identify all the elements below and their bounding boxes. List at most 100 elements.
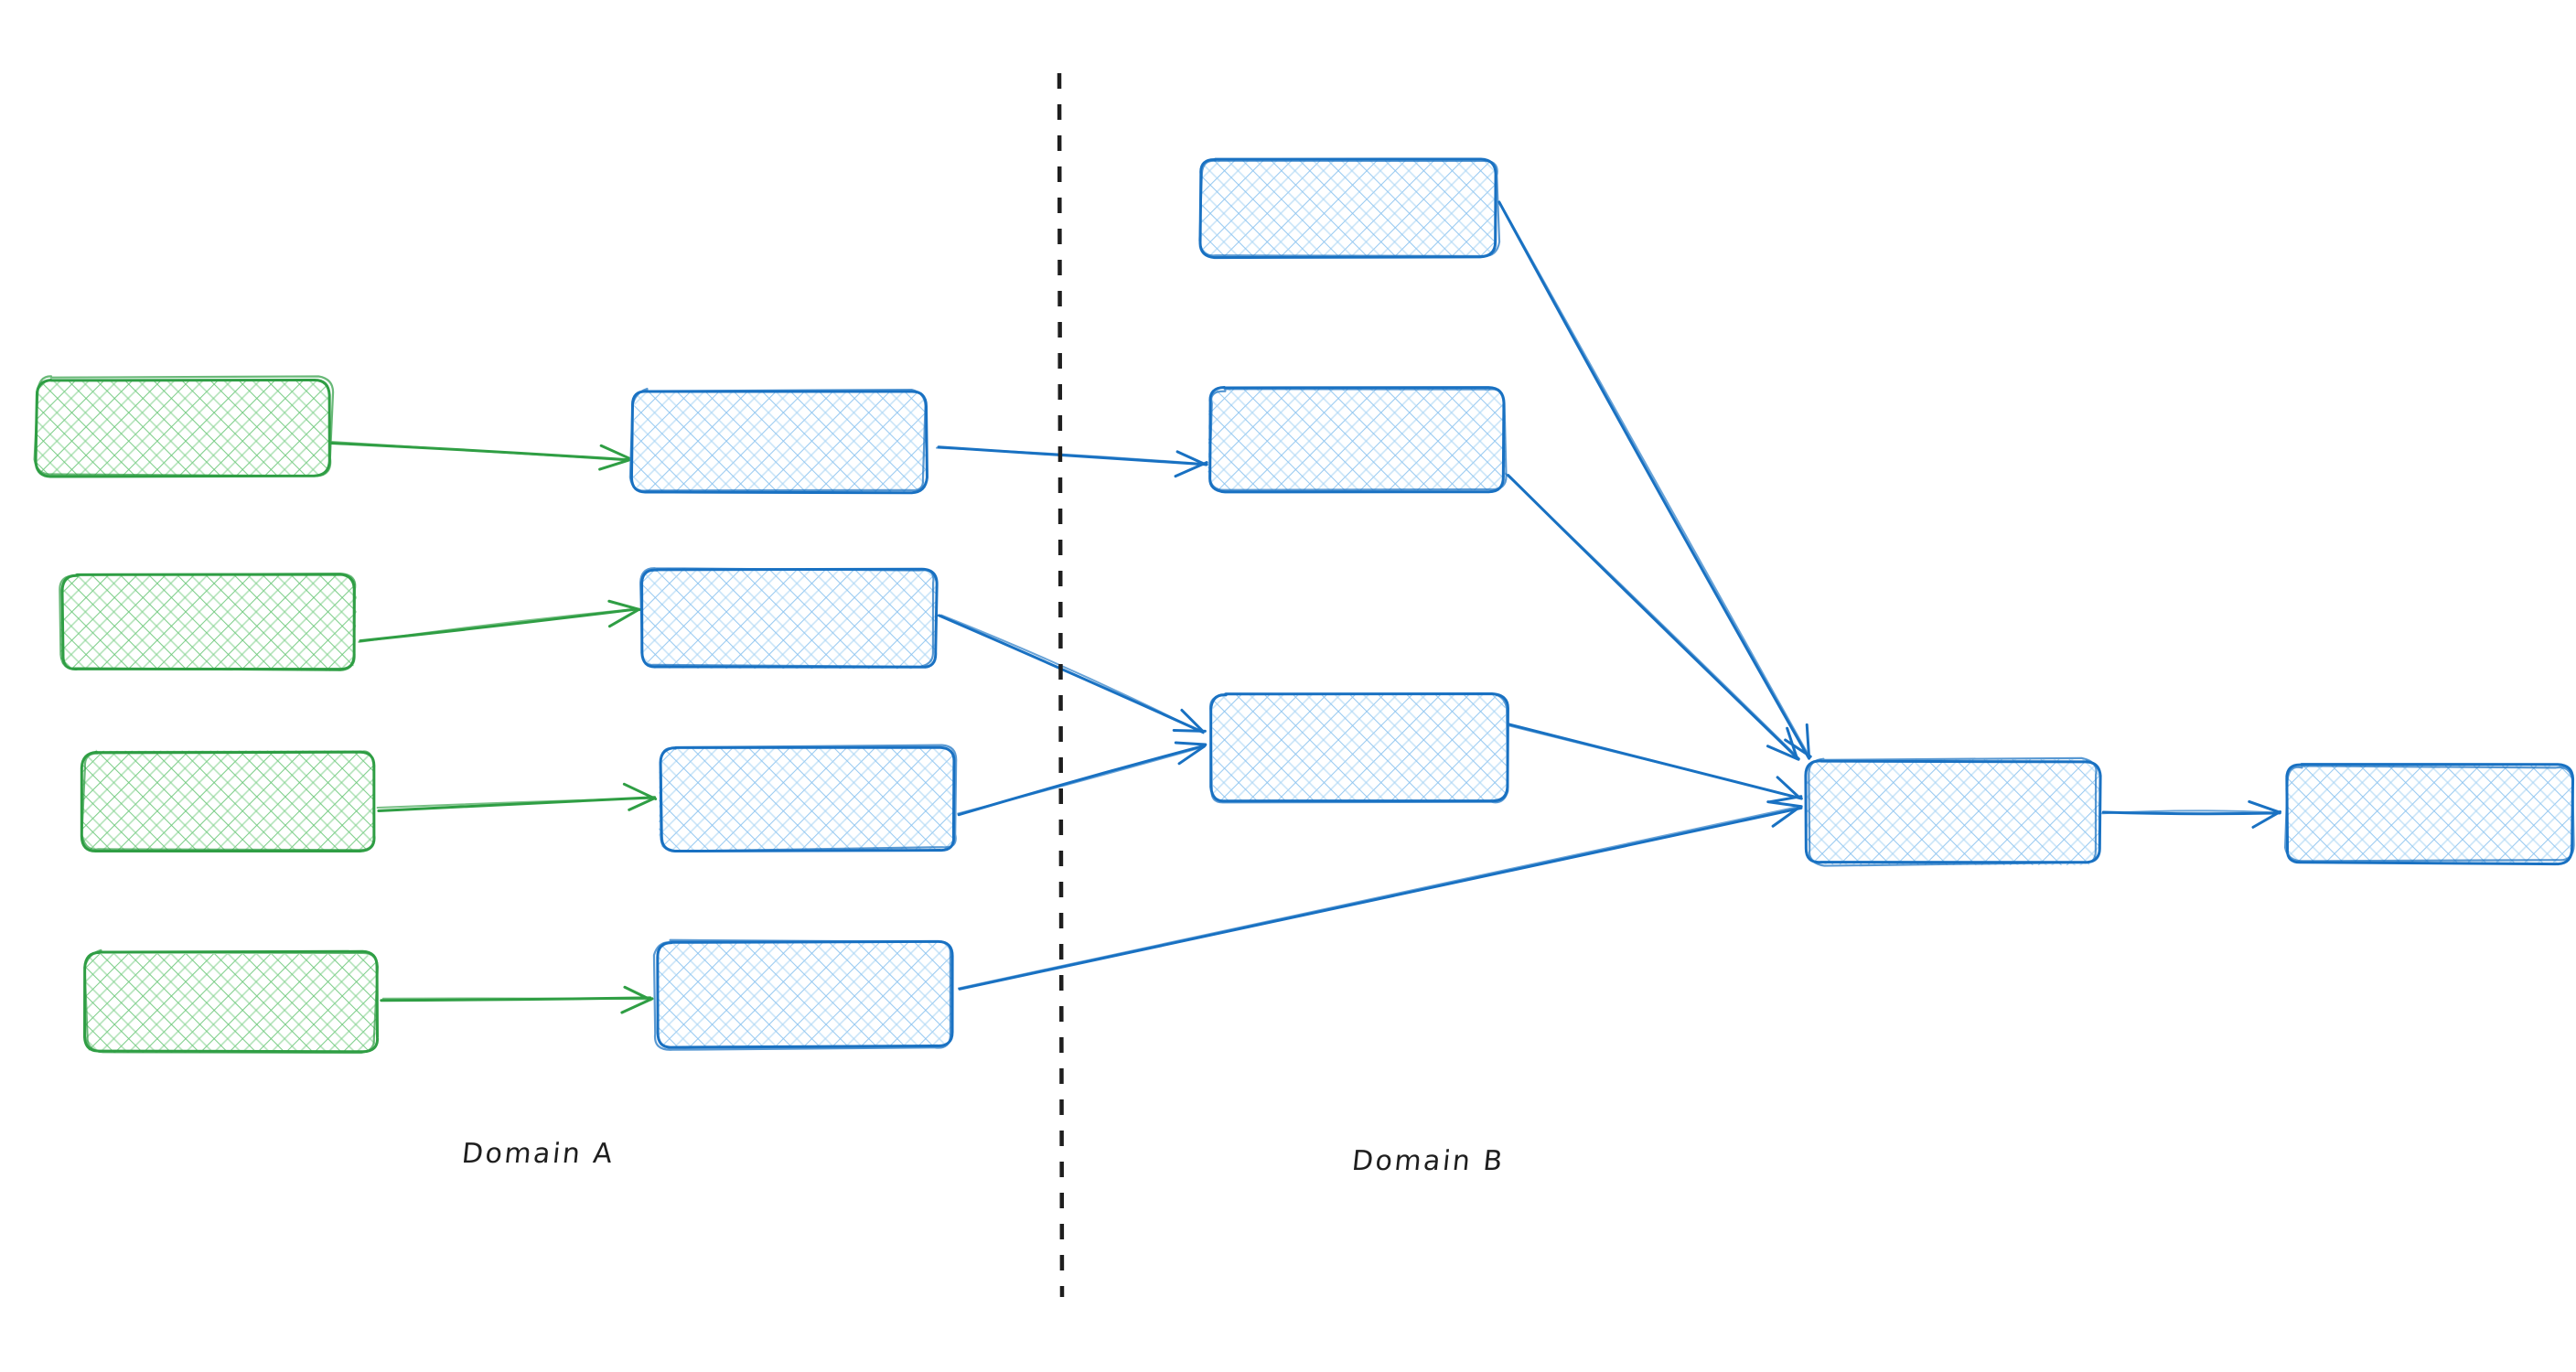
edge-shaft: [957, 745, 1206, 815]
edge-e-b2-agg: [1505, 472, 1800, 761]
edge-arrowhead: [1172, 728, 1207, 733]
node-outline: [1808, 756, 2098, 867]
node-fill-hatch-b: [1806, 759, 2100, 866]
edge-shaft: [1497, 200, 1811, 760]
node-b1[interactable]: [1198, 157, 1501, 260]
edge-arrowhead: [2251, 809, 2282, 829]
edge-e-a1-p1: [330, 440, 630, 471]
edge-arrowhead: [1174, 741, 1208, 746]
edge-e-a3-p3: [376, 782, 658, 812]
node-outline: [656, 939, 954, 1049]
edge-shaft: [2101, 809, 2281, 815]
node-p3[interactable]: [658, 744, 958, 853]
edge-shaft: [1497, 200, 1811, 759]
node-outline: [59, 573, 357, 672]
edge-shaft: [1507, 724, 1801, 799]
node-outline: [83, 949, 380, 1055]
edge-arrowhead: [620, 997, 654, 1014]
node-outline: [1804, 759, 2102, 864]
node-out[interactable]: [2283, 763, 2575, 866]
node-a4[interactable]: [83, 949, 380, 1055]
node-fill-hatch-b: [632, 391, 926, 493]
edge-shaft: [330, 440, 630, 462]
node-fill-hatch-b: [658, 940, 953, 1047]
node-a3[interactable]: [80, 749, 376, 853]
node-outline: [1209, 692, 1509, 804]
edge-e-b3-agg: [1507, 723, 1803, 804]
node-fill-hatch-b: [36, 379, 331, 476]
node-outline: [33, 375, 335, 477]
node-outline: [1198, 159, 1501, 258]
edge-arrowhead: [1768, 795, 1803, 804]
node-b2[interactable]: [1208, 385, 1508, 494]
edge-arrowhead: [1174, 461, 1208, 478]
divider-layer: [1057, 72, 1065, 1298]
node-outline: [652, 938, 952, 1051]
edge-arrowhead: [598, 458, 630, 471]
edge-e-p1-b2: [936, 445, 1208, 478]
edge-shaft: [1505, 472, 1800, 760]
node-outline: [628, 387, 927, 492]
edge-e-p4-agg: [957, 800, 1803, 991]
edge-shaft: [376, 797, 656, 809]
edge-arrowhead: [1766, 800, 1803, 809]
edge-arrowhead: [599, 444, 630, 460]
node-b3[interactable]: [1209, 692, 1509, 804]
edge-shaft: [957, 805, 1802, 990]
edge-arrowhead: [1177, 745, 1206, 766]
edge-shaft: [936, 446, 1208, 466]
node-outline: [2285, 763, 2575, 866]
edge-arrowhead: [1776, 776, 1801, 799]
edge-arrowhead: [1786, 726, 1799, 760]
node-p4[interactable]: [652, 938, 954, 1051]
node-fill-hatch-b: [60, 573, 358, 671]
edge-e-b1-agg: [1497, 200, 1812, 760]
edge-shaft: [358, 607, 640, 643]
node-fill-hatch-b: [2285, 763, 2572, 863]
node-outline: [660, 744, 958, 852]
node-fill-hatch-b: [1200, 160, 1497, 258]
edge-arrowhead: [628, 797, 656, 811]
edge-arrowhead: [1784, 738, 1812, 758]
edge-arrowhead: [1180, 708, 1205, 734]
node-fill-hatch-b: [658, 746, 956, 852]
edge-e-p3-b3: [957, 741, 1208, 817]
edge-e-p2-b3: [937, 614, 1207, 734]
node-agg[interactable]: [1804, 756, 2102, 867]
edge-arrowhead: [607, 599, 641, 611]
edge-shaft: [958, 806, 1803, 991]
node-p1[interactable]: [628, 387, 928, 495]
node-outline: [1209, 692, 1509, 803]
node-fill-hatch-b: [641, 567, 938, 670]
edge-e-a2-p2: [358, 599, 641, 643]
node-p2[interactable]: [639, 567, 939, 670]
node-outline: [639, 567, 935, 668]
domain-divider-line: [1057, 72, 1065, 1298]
node-fill-hatch-b: [1208, 387, 1506, 491]
edge-shaft: [937, 614, 1205, 734]
edge-arrowhead: [623, 985, 652, 1002]
domain-a-label: Domain A: [460, 1138, 617, 1170]
edge-arrowhead: [622, 782, 658, 800]
node-outline: [2283, 765, 2575, 863]
edge-arrowhead: [1175, 450, 1208, 466]
domain-b-label: Domain B: [1350, 1145, 1507, 1177]
edge-shaft: [940, 614, 1205, 734]
node-outline: [80, 750, 376, 852]
edge-e-agg-out: [2101, 799, 2282, 829]
node-outline: [1208, 388, 1508, 491]
nodes-layer: [33, 157, 2575, 1055]
node-outline: [640, 567, 939, 669]
edge-e-a4-p4: [380, 985, 654, 1014]
node-fill-hatch-b: [1212, 693, 1507, 802]
node-a1[interactable]: [33, 375, 335, 478]
node-a2[interactable]: [59, 573, 358, 672]
edge-arrowhead: [2248, 799, 2281, 814]
edge-arrowhead: [607, 608, 640, 628]
edge-shaft: [381, 997, 653, 1001]
edge-arrowhead: [1805, 723, 1811, 758]
edge-arrowhead: [1771, 805, 1802, 828]
node-fill-hatch-b: [83, 952, 378, 1054]
